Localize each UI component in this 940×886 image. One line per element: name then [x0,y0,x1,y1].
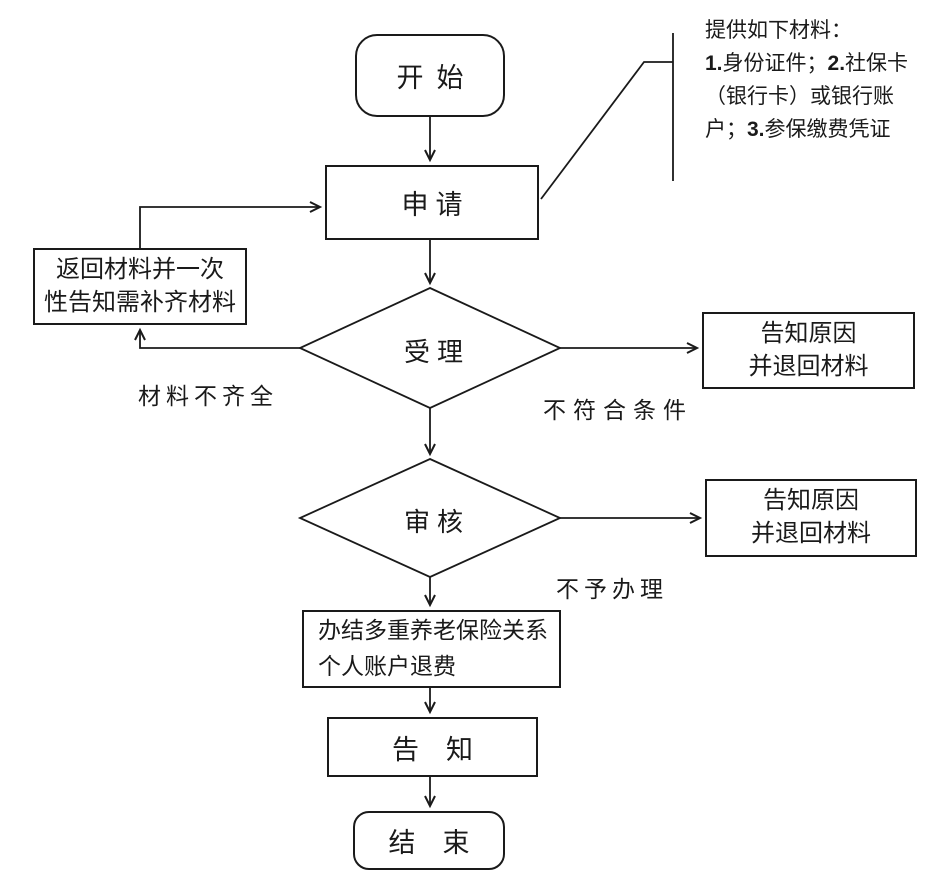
annotation-text-2: 社保卡 [845,51,909,75]
node-reject-accept-line1: 告知原因 [760,320,857,347]
arrow-return-box-to-apply [139,201,323,248]
node-end-label: 结 束 [388,828,470,858]
review-diamond [297,458,563,578]
node-end: 结 束 [353,811,505,870]
node-notify-label: 告 知 [392,734,473,765]
node-accept-label: 受理 [403,338,470,367]
annotation-text-3: 户； [705,117,747,141]
annotation-leader-line [540,61,673,200]
node-return-materials-line1: 返回材料并一次 [56,256,224,283]
annotation-text-4: 参保缴费凭证 [764,117,891,141]
node-notify: 告 知 [327,717,538,777]
annotation-line-4: 户；3.参保缴费凭证 [705,113,920,146]
node-return-materials-line2: 性告知需补齐材料 [44,289,236,316]
node-reject-review: 告知原因 并退回材料 [705,479,917,557]
node-apply-label: 申请 [401,190,470,220]
annotation-num-1: 1. [705,52,723,75]
annotation-num-3: 3. [747,118,765,141]
edge-label-not-qualified: 不符合条件 [543,398,693,423]
edge-label-materials-incomplete: 材料不齐全 [138,384,278,409]
node-reject-review-line1: 告知原因 [763,488,859,514]
edge-label-not-processed: 不予办理 [556,577,668,602]
node-apply: 申请 [325,165,539,240]
annotation-num-2: 2. [827,52,846,75]
node-reject-accept-line2: 并退回材料 [748,353,869,380]
node-start-label: 开始 [396,63,477,93]
node-reject-accept: 告知原因 并退回材料 [702,312,915,389]
node-process: 办结多重养老保险关系 个人账户退费 [302,610,561,688]
node-start: 开始 [355,34,505,117]
node-process-line1: 办结多重养老保险关系 [318,618,548,643]
annotation-line-2: 1.身份证件；2.社保卡 [705,47,920,80]
node-return-materials: 返回材料并一次 性告知需补齐材料 [33,248,247,325]
annotation-materials-note: 提供如下材料： 1.身份证件；2.社保卡 （银行卡）或银行账 户；3.参保缴费凭… [705,14,920,146]
annotation-line-3: （银行卡）或银行账 [705,84,894,108]
node-reject-review-line2: 并退回材料 [751,521,871,547]
arrow-accept-to-return-box [134,327,300,349]
accept-diamond [297,287,563,409]
annotation-line-1: 提供如下材料： [705,18,852,42]
node-process-line2: 个人账户退费 [318,654,456,679]
node-review-label: 审核 [403,508,470,537]
annotation-text-1: 身份证件； [722,51,828,75]
